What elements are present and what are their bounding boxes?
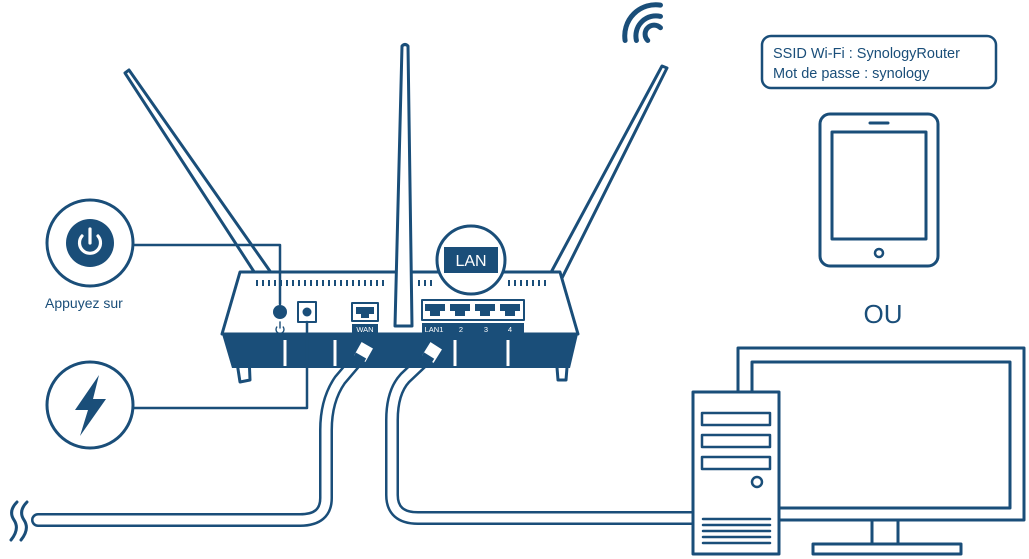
lan3-port-label: 3 bbox=[484, 325, 488, 334]
lan1-port-label: LAN1 bbox=[425, 325, 444, 334]
wan-cable-plug bbox=[350, 338, 377, 367]
power-supply-leader-line bbox=[132, 320, 309, 410]
antenna-center bbox=[393, 43, 414, 328]
wifi-signal-icon bbox=[622, 2, 663, 43]
wifi-credentials-card: SSID Wi-Fi : SynologyRouter Mot de passe… bbox=[760, 34, 998, 90]
tablet-icon bbox=[818, 112, 940, 268]
lan-cable-plug bbox=[418, 338, 446, 367]
wifi-ssid-text: SSID Wi-Fi : SynologyRouter bbox=[773, 46, 960, 62]
antenna-right bbox=[546, 64, 669, 286]
wan-port bbox=[351, 302, 379, 334]
router-power-button bbox=[273, 305, 287, 319]
lan-ports bbox=[421, 299, 525, 334]
antenna-left bbox=[123, 68, 274, 286]
desktop-computer-icon bbox=[691, 346, 1026, 556]
power-icon bbox=[77, 227, 103, 255]
power-callout-label: Appuyez sur bbox=[45, 295, 123, 311]
power-port-icon bbox=[275, 321, 285, 335]
power-supply-callout bbox=[45, 360, 135, 450]
power-leader-line bbox=[132, 243, 282, 306]
lan-cable bbox=[385, 353, 707, 525]
wifi-password-text: Mot de passe : synology bbox=[773, 66, 930, 82]
wan-cable bbox=[31, 353, 364, 527]
power-callout bbox=[45, 198, 135, 288]
wan-port-label: WAN bbox=[356, 325, 373, 334]
lan4-port-label: 4 bbox=[508, 325, 512, 334]
lan2-port-label: 2 bbox=[459, 325, 463, 334]
cable-break-symbol bbox=[9, 500, 29, 542]
lan-badge-label: LAN bbox=[455, 253, 486, 270]
lan-badge: LAN bbox=[435, 224, 507, 296]
or-label: OU bbox=[864, 299, 903, 329]
lightning-icon bbox=[75, 375, 106, 436]
